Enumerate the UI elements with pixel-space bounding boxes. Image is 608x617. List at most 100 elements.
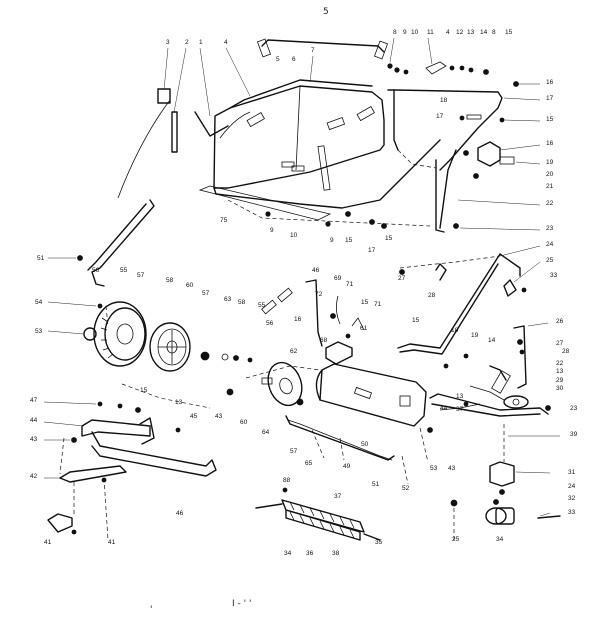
callout-number: 43 [30,436,38,443]
callout-number: 69 [334,275,342,282]
bag-frame-tube [387,89,503,233]
callout-number: 60 [186,282,194,289]
callout-number: 31 [568,469,576,476]
callout-number: 1 [199,39,203,46]
callout-number: 3 [166,39,170,46]
callout-number: 33 [568,509,576,516]
callout-number: 37 [334,493,342,500]
callout-number: 22 [546,200,554,207]
callout-number: 15 [505,29,513,36]
lower-linkage [427,393,551,433]
callout-number: 34 [496,536,504,543]
callout-number: 16 [546,140,554,147]
callout-number: 18 [451,327,459,334]
callout-number: 8 [393,29,397,36]
callout-number: 53 [430,465,438,472]
callout-number: 58 [166,277,174,284]
callout-number: 19 [471,332,479,339]
page-mark: 5 [323,7,329,17]
callout-number: 42 [30,473,38,480]
callout-number: 41 [44,539,52,546]
callout-number: 10 [411,29,419,36]
callout-number: 11 [427,29,434,36]
callout-number: 43 [215,413,223,420]
callout-number: 17 [368,247,376,254]
right-arm [397,253,527,401]
callout-number: 56 [266,320,274,327]
callout-number: 33 [550,272,558,279]
callout-number: 15 [140,387,148,394]
callout-number: 56 [92,267,100,274]
callout-number: 13 [467,29,475,36]
callout-number: 17 [436,113,444,120]
callout-number: 8 [492,29,496,36]
callout-number: 19 [546,159,554,166]
callout-number: 72 [315,291,323,298]
callout-number: 28 [428,292,436,299]
axle-frame [47,388,234,535]
bottom-mark-left: ' [150,605,152,615]
push-handle [77,199,155,309]
callout-number: 37 [456,406,464,413]
callout-number: 71 [374,301,382,308]
callout-number: 46 [312,267,320,274]
callout-number: 38 [332,550,340,557]
callout-number: 9 [403,29,407,36]
callout-number: 21 [546,183,554,190]
right-bottom-parts [450,461,561,525]
callout-number: 29 [556,377,564,384]
callout-number: 61 [360,325,368,332]
callout-number: 68 [320,337,328,344]
callout-number: 24 [546,241,554,248]
callout-number: 45 [190,413,198,420]
callout-number: 55 [258,302,266,309]
callout-number: 5 [276,56,280,63]
callout-number: 65 [305,460,313,467]
clip-bracket [463,141,515,179]
callout-number: 52 [402,485,410,492]
callout-number: 13 [456,393,464,400]
callout-number: 51 [372,481,380,488]
bag-handle [256,38,389,60]
wheel-left [93,301,147,367]
callout-number: 34 [284,550,292,557]
callout-number: 24 [568,483,576,490]
bottom-mark-center: I - ' ' [232,599,251,609]
callout-number: 47 [30,397,38,404]
callout-number: 64 [262,429,270,436]
brush-housing [285,363,427,461]
callout-number: 60 [240,419,248,426]
callout-number: 32 [568,495,576,502]
callout-number: 46 [176,510,184,517]
assembly-lines [59,255,505,541]
callout-number: 22 [556,360,564,367]
callout-number: 13 [556,368,564,375]
callout-number: 25 [452,536,460,543]
callout-number: 15 [361,299,369,306]
callout-number: 54 [35,299,43,306]
callout-number: 44 [30,417,38,424]
callout-number: 35 [375,539,383,546]
callout-number: 49 [343,463,351,470]
callout-number: 41 [108,539,116,546]
top-hardware [265,61,519,229]
callout-number: 51 [37,255,45,262]
callout-number: 9 [330,237,334,244]
hopper-bag [198,79,441,221]
callout-number: 55 [120,267,128,274]
callout-number: 26 [556,318,564,325]
callout-number: 57 [290,448,298,455]
callout-number: 71 [346,281,354,288]
callout-number: 20 [546,171,554,178]
callout-number: 25 [546,257,554,264]
wheel-right [149,322,191,372]
callout-number: 75 [220,217,228,224]
callout-number: 16 [546,79,554,86]
callout-number: 36 [306,550,314,557]
callout-number: 57 [202,290,210,297]
callout-number: 15 [412,317,420,324]
callout-number: 15 [546,116,554,123]
callout-number: 50 [361,441,369,448]
